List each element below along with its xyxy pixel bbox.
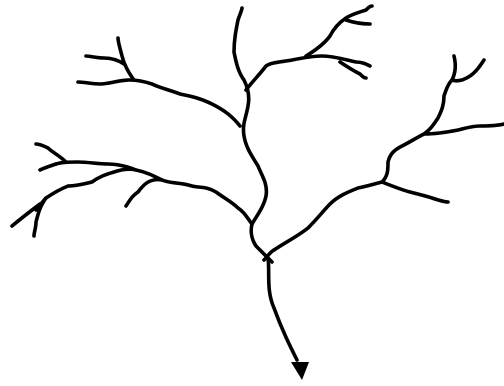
left-branch-sub-1	[36, 169, 162, 210]
down-arrow-icon	[291, 362, 309, 380]
center-left-twig-2	[86, 56, 124, 64]
left-branch-twig-upper	[36, 144, 66, 162]
right-branch-mid-twig	[424, 124, 504, 134]
left-branch-twig-side	[40, 164, 56, 170]
trunk	[268, 258, 297, 360]
right-branch-upper-twig-1	[452, 56, 455, 80]
center-right-twig-2	[346, 20, 370, 24]
center-left-twig-1	[118, 38, 134, 80]
left-main-branch	[126, 180, 252, 224]
center-upper-left-branch	[78, 80, 240, 126]
right-branch-lower-twig	[382, 182, 448, 202]
center-right-twig-1	[306, 6, 372, 56]
right-main-branch	[274, 80, 452, 250]
center-upper-right-branch	[246, 56, 370, 90]
center-main-branch	[234, 8, 266, 224]
